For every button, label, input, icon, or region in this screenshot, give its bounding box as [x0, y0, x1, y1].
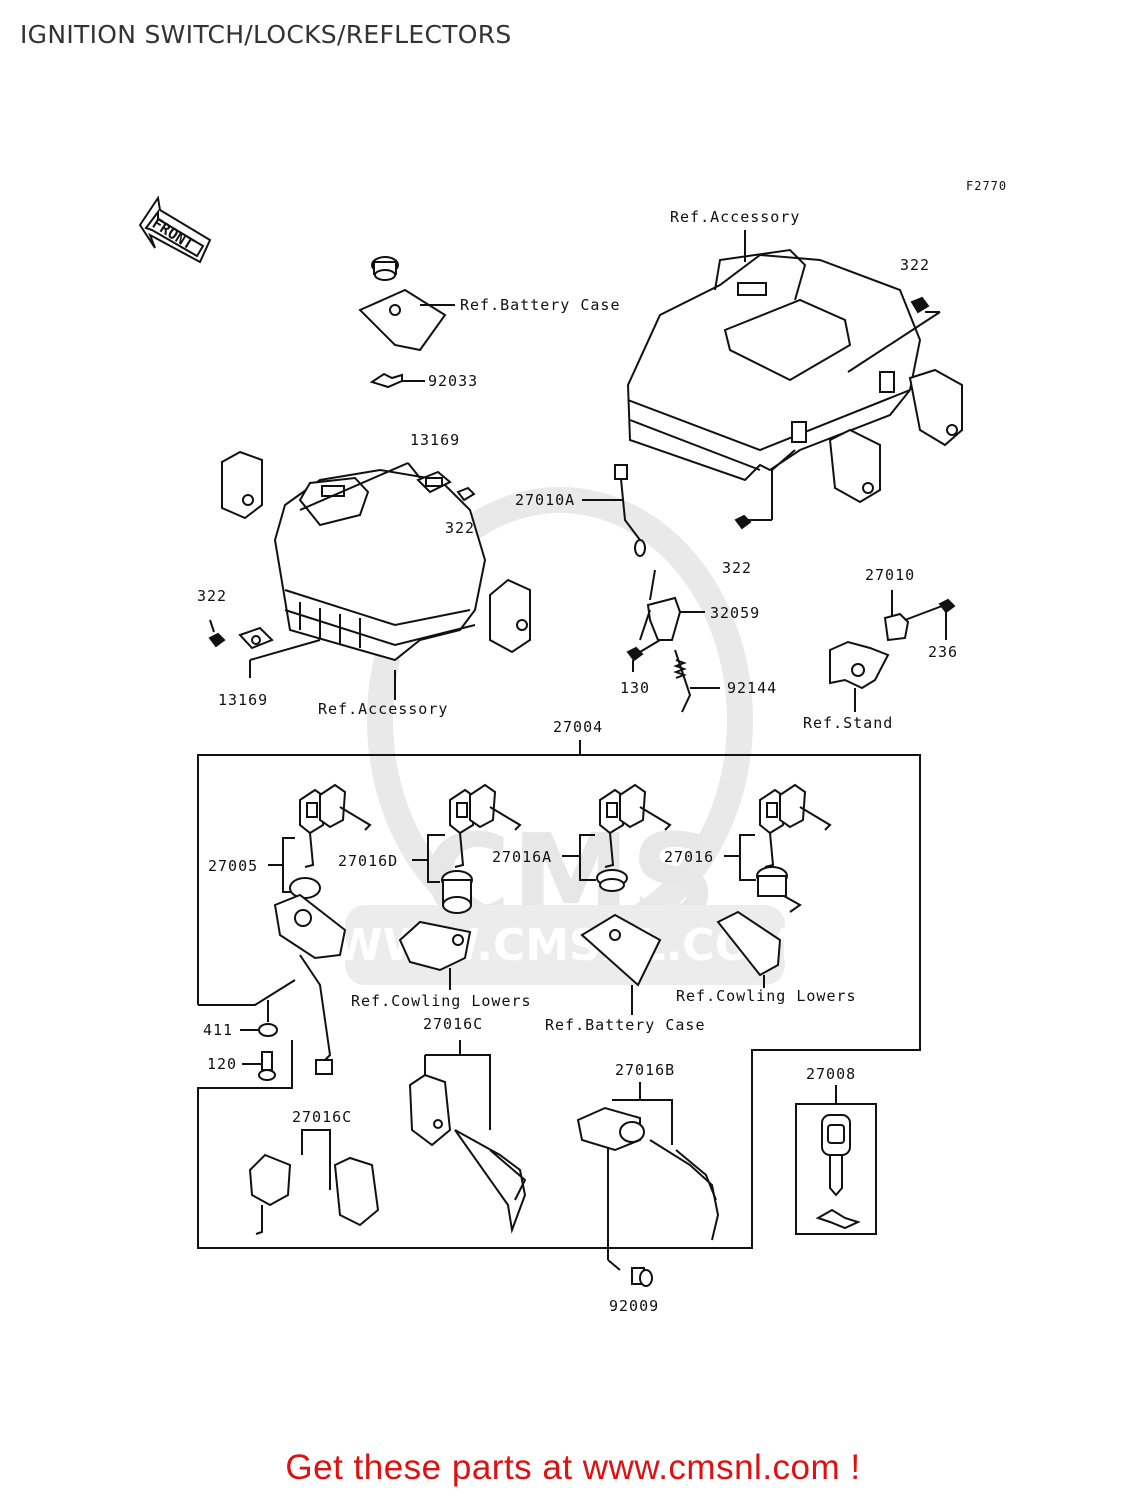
label-13169-b: 13169 — [218, 691, 268, 709]
battery-case-cover-icon — [358, 256, 455, 389]
label-92144: 92144 — [727, 679, 777, 697]
label-ref-cowling-lowers-a: Ref.Cowling Lowers — [351, 992, 532, 1010]
label-ref-accessory-top: Ref.Accessory — [670, 208, 800, 226]
label-322-c: 322 — [722, 559, 752, 577]
label-27016a: 27016A — [492, 848, 552, 866]
label-32059: 32059 — [710, 604, 760, 622]
reflector-bracket-icon — [582, 464, 720, 713]
figure-code: F2770 — [966, 179, 1007, 193]
label-ref-battery-case-top: Ref.Battery Case — [460, 296, 621, 314]
label-322-b: 322 — [445, 519, 475, 537]
label-92033: 92033 — [428, 372, 478, 390]
label-322-d: 322 — [197, 587, 227, 605]
label-92009: 92009 — [609, 1297, 659, 1315]
label-ref-battery-case-bottom: Ref.Battery Case — [545, 1016, 706, 1034]
rear-accessory-box-icon — [626, 230, 963, 530]
key-pair-icons — [268, 783, 832, 893]
front-arrow-icon — [138, 195, 212, 264]
label-27016b: 27016B — [615, 1061, 675, 1079]
label-13169-a: 13169 — [410, 431, 460, 449]
watermark: CMS WWW.CMSNL.COM — [334, 487, 796, 985]
label-27010: 27010 — [865, 566, 915, 584]
label-ref-stand: Ref.Stand — [803, 714, 893, 732]
label-120: 120 — [207, 1055, 237, 1073]
label-27016: 27016 — [664, 848, 714, 866]
label-27004: 27004 — [553, 718, 603, 736]
label-27005: 27005 — [208, 857, 258, 875]
lower-lock-units-icon — [248, 1040, 720, 1287]
label-ref-accessory-left: Ref.Accessory — [318, 700, 448, 718]
label-27016c-a: 27016C — [423, 1015, 483, 1033]
label-130: 130 — [620, 679, 650, 697]
left-accessory-box-icon — [208, 450, 531, 700]
label-27010a: 27010A — [515, 491, 575, 509]
page-title: IGNITION SWITCH/LOCKS/REFLECTORS — [20, 20, 512, 49]
cover-icons — [398, 910, 782, 1015]
label-ref-cowling-lowers-b: Ref.Cowling Lowers — [676, 987, 857, 1005]
blank-key-icon — [815, 1114, 861, 1230]
lock-set-box — [197, 740, 921, 1249]
washer-screw-icons — [240, 1023, 278, 1081]
lock-barrel-icons — [441, 866, 802, 914]
label-322-a: 322 — [900, 256, 930, 274]
label-27016d: 27016D — [338, 852, 398, 870]
label-236: 236 — [928, 643, 958, 661]
label-411: 411 — [203, 1021, 233, 1039]
footer-cta-link[interactable]: Get these parts at www.cmsnl.com ! — [285, 1448, 861, 1487]
ignition-switch-icon — [267, 877, 347, 1075]
label-27008: 27008 — [806, 1065, 856, 1083]
label-27016c-b: 27016C — [292, 1108, 352, 1126]
side-stand-switch-icon — [829, 590, 956, 712]
